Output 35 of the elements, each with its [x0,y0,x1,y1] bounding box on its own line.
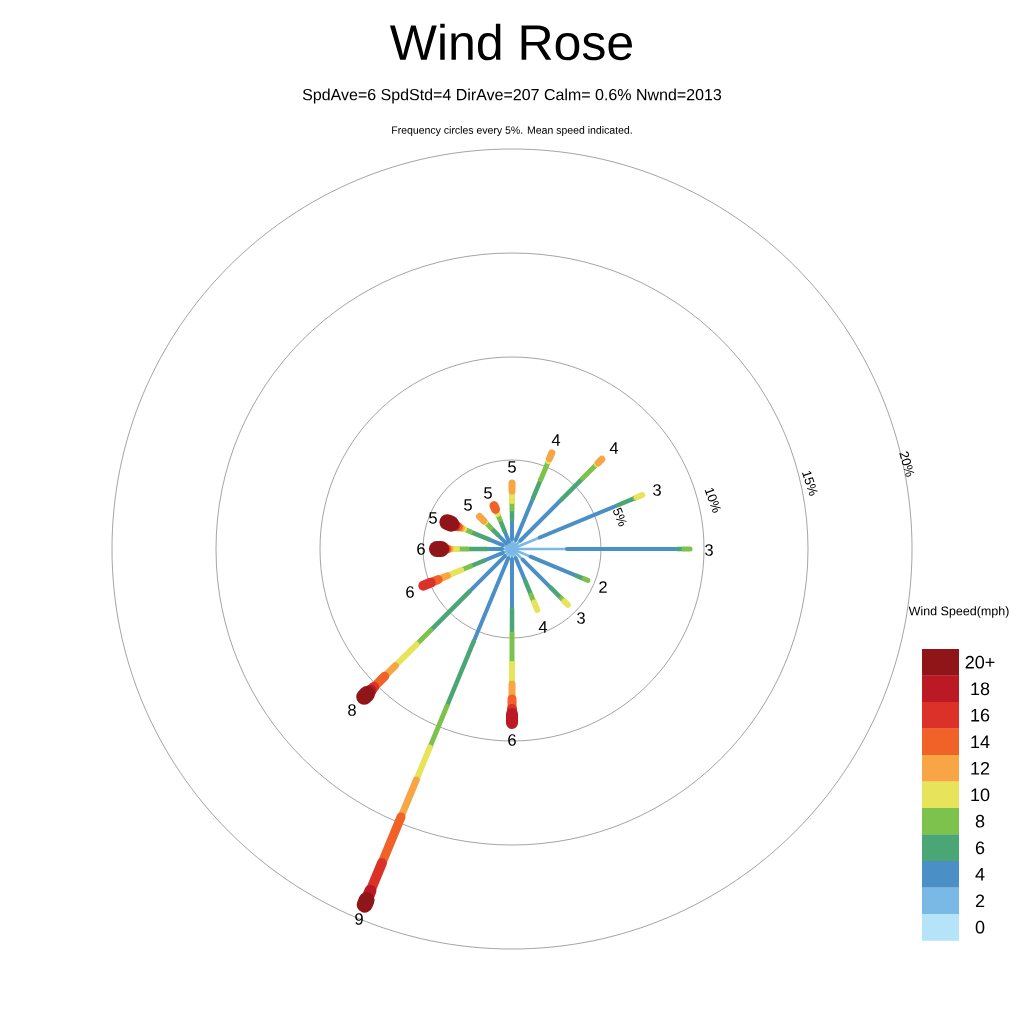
mean-speed-label: 4 [538,621,548,633]
legend-label: 14 [971,735,990,748]
legend-label: 4 [975,868,985,881]
mean-speed-label: 5 [464,499,472,511]
mean-speed-label: 6 [417,543,425,555]
legend-label: 20+ [965,655,995,669]
legend-title: Wind Speed(mph) [908,606,1009,618]
mean-speed-label: 4 [609,442,619,454]
mean-speed-label: 5 [484,487,492,499]
mean-speed-label: 5 [429,512,437,524]
mean-speed-label: 4 [551,434,561,446]
mean-speed-label: 6 [406,586,414,598]
ring-label: 10% [704,487,721,513]
mean-speed-label: 2 [599,581,607,593]
mean-speed-label: 9 [355,913,363,925]
ring-label: 5% [613,507,627,527]
statistics-text: SpdAve=6 SpdStd=4 DirAve=207 Calm= 0.6% Nwnd=2013 [302,88,722,104]
legend-label: 18 [971,682,990,696]
legend-label: 6 [975,841,985,855]
ring-label: 15% [802,470,818,496]
mean-speed-label: 3 [577,612,585,624]
chart-title: Wind Rose [389,23,632,61]
mean-speed-label: 3 [653,484,661,496]
mean-speed-label: 6 [508,734,516,746]
legend-label: 2 [975,894,985,908]
legend-label: 12 [971,761,990,775]
legend-label: 16 [971,708,990,722]
note-text: Frequency circles every 5%. Mean speed indicated. [392,126,632,136]
legend-label: 8 [975,814,985,828]
legend-label: 0 [975,920,985,934]
mean-speed-label: 3 [705,544,713,556]
mean-speed-label: 5 [508,461,516,473]
ring-label: 20% [899,451,915,477]
mean-speed-label: 8 [348,704,356,716]
legend-label: 10 [971,788,990,802]
